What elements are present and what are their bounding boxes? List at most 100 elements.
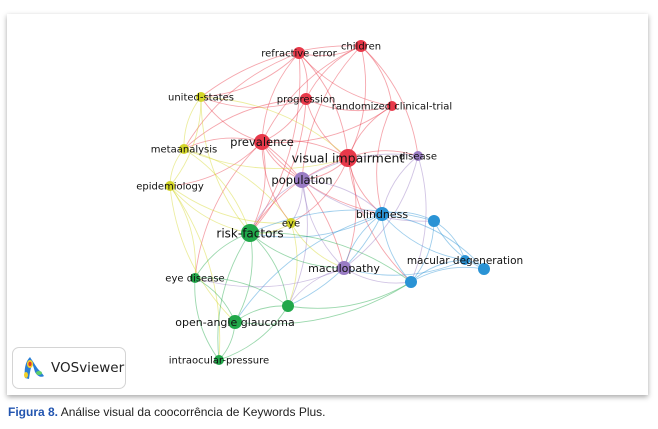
node-prevalence[interactable] [254, 134, 270, 150]
edge-risk-maculopathy [249, 232, 345, 269]
edge-rct-prevalence [261, 105, 393, 144]
node-label-refractive[interactable]: refractive error [261, 49, 337, 60]
nodes-layer [165, 40, 490, 365]
edge-united-vi [200, 96, 349, 159]
edge-children-rct [360, 45, 393, 107]
node-label-blindness[interactable]: blindness [356, 208, 409, 221]
node-label-eyedisease[interactable]: eye disease [165, 274, 224, 285]
node-label-united[interactable]: united-states [168, 93, 234, 104]
node-label-progression[interactable]: progression [277, 95, 335, 106]
node-progression[interactable] [300, 93, 312, 105]
edge-progression-rct [305, 98, 393, 112]
figure-caption: Figura 8. Análise visual da coocorrência… [8, 405, 326, 419]
node-maculopathy[interactable] [337, 261, 351, 275]
node-united[interactable] [196, 92, 206, 102]
edge-blindness-risk [249, 213, 383, 238]
edge-prevalence-eyedisease [194, 141, 263, 279]
edge-b1-risk [249, 209, 435, 234]
edge-meta-risk [183, 148, 251, 234]
node-label-prevalence[interactable]: prevalence [230, 135, 294, 149]
edge-epi-eyedisease [169, 185, 196, 279]
edge-refractive-prevalence [261, 52, 300, 143]
edge-united-epi [169, 96, 202, 187]
edge-population-g1 [287, 179, 308, 307]
node-b1[interactable] [428, 215, 440, 227]
edge-epi-eye [169, 185, 292, 224]
edge-children-population [301, 45, 362, 181]
node-iop[interactable] [214, 355, 224, 365]
edge-epi-oag [169, 185, 236, 323]
edge-blindness-b3 [381, 213, 412, 283]
edge-children-refractive [298, 45, 362, 57]
edge-progression-united [200, 96, 307, 108]
node-label-eye[interactable]: eye [282, 219, 300, 230]
node-blindness[interactable] [375, 207, 389, 221]
edge-blindness-oag [234, 213, 383, 323]
edge-maculopathy-eyedisease [194, 267, 345, 288]
edge-disease-b3 [410, 155, 427, 283]
edge-epi-risk [169, 185, 251, 234]
node-risk[interactable] [241, 224, 259, 242]
edge-disease-population [301, 153, 419, 181]
node-population[interactable] [294, 172, 310, 188]
node-g1[interactable] [282, 300, 294, 312]
edge-refractive-vi [298, 52, 349, 159]
node-label-vi[interactable]: visual impairment [292, 151, 405, 166]
network-panel [7, 14, 648, 395]
edge-progression-meta [183, 98, 307, 150]
edge-prevalence-maculopathy [261, 141, 345, 269]
edge-disease-maculopathy [343, 155, 419, 269]
node-refractive[interactable] [293, 47, 305, 59]
edge-prevalence-epi [169, 141, 263, 187]
node-label-population[interactable]: population [271, 173, 332, 187]
node-label-md[interactable]: macular degeneration [407, 255, 523, 267]
edge-vi-b3 [347, 157, 412, 283]
node-b2[interactable] [478, 263, 490, 275]
edge-prevalence-eye [261, 141, 292, 224]
node-meta[interactable] [179, 144, 189, 154]
node-label-children[interactable]: children [341, 42, 381, 53]
edge-refractive-rct [298, 52, 393, 107]
edge-children-vi [347, 45, 367, 159]
node-label-risk[interactable]: risk-factors [216, 226, 283, 240]
edge-risk-b3 [249, 232, 412, 283]
edge-children-united [200, 45, 362, 98]
node-disease[interactable] [413, 151, 423, 161]
node-rct[interactable] [387, 101, 397, 111]
edge-rct-blindness [376, 105, 393, 215]
edge-eyedisease-g1 [194, 277, 289, 307]
edge-population-blindness [301, 179, 383, 215]
edge-progression-risk [249, 98, 307, 234]
node-label-oag[interactable]: open-angle glaucoma [175, 316, 294, 329]
node-label-rct[interactable]: randomized clinical-trial [332, 102, 452, 113]
edge-children-disease [360, 45, 419, 157]
edge-population-b1 [301, 179, 435, 222]
edge-eyedisease-iop [194, 277, 220, 361]
figure-caption-text: Análise visual da coocorrência de Keywor… [58, 405, 326, 419]
node-label-disease[interactable]: disease [399, 152, 437, 163]
edge-children-prevalence [261, 45, 362, 143]
edge-prevalence-risk [249, 141, 266, 234]
node-oag[interactable] [228, 315, 242, 329]
edge-vi-risk [249, 157, 349, 234]
edge-risk-oag [234, 232, 253, 323]
node-children[interactable] [355, 40, 367, 52]
node-label-maculopathy[interactable]: maculopathy [308, 262, 380, 275]
node-vi[interactable] [339, 149, 357, 167]
edge-g1-iop [218, 305, 289, 361]
node-md[interactable] [460, 255, 470, 265]
edge-children-progression [305, 45, 362, 100]
node-epi[interactable] [165, 181, 175, 191]
edge-b2-b3 [410, 266, 485, 283]
node-b3[interactable] [405, 276, 417, 288]
edge-refractive-united [200, 52, 300, 98]
node-label-meta[interactable]: metaanalysis [151, 145, 217, 156]
edge-epi-iop [169, 185, 221, 361]
node-eyedisease[interactable] [190, 273, 200, 283]
figure-caption-label: Figura 8. [8, 405, 59, 419]
node-eye[interactable] [286, 218, 296, 228]
node-label-epi[interactable]: epidemiology [136, 182, 204, 193]
node-label-iop[interactable]: intraocular-pressure [169, 356, 269, 367]
edge-meta-vi [183, 148, 349, 170]
